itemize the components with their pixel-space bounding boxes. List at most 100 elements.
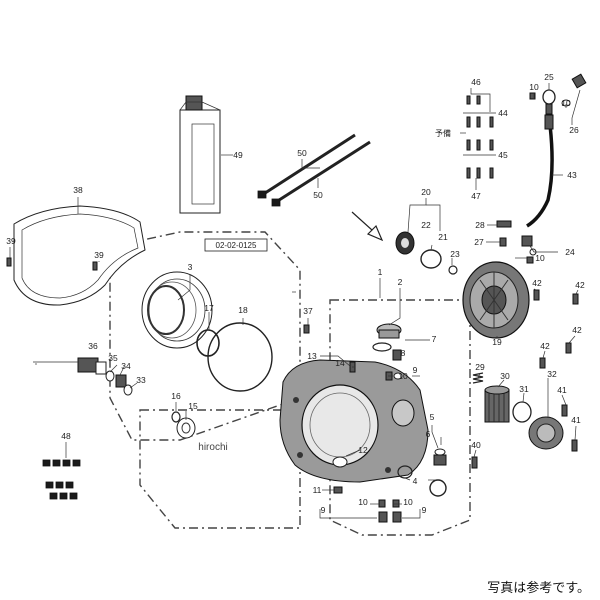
oil-seal-22 xyxy=(395,231,415,255)
o-ring-18 xyxy=(207,322,273,392)
oil-plug-6 xyxy=(433,448,447,466)
oil-bottle-49 xyxy=(179,95,221,214)
callout-3: 3 xyxy=(188,262,193,272)
callout-10-f: 10 xyxy=(535,253,545,263)
callout-19: 19 xyxy=(492,337,502,347)
callout-31: 31 xyxy=(519,384,529,394)
cover-group-outline xyxy=(109,231,301,441)
callout-29: 29 xyxy=(475,362,485,372)
bolt-39-left xyxy=(6,257,12,267)
callout-10-d: 10 xyxy=(529,82,539,92)
callout-13: 13 xyxy=(307,351,317,361)
caption: 写真は参考です。 xyxy=(487,580,590,596)
callout-42-d: 42 xyxy=(540,341,550,351)
callout-12: 12 xyxy=(358,445,368,455)
bolt-41-b xyxy=(571,439,578,452)
fitting-28 xyxy=(496,220,512,228)
callout-6: 6 xyxy=(426,429,431,439)
callout-35: 35 xyxy=(108,353,118,363)
callout-47: 47 xyxy=(471,191,481,201)
direction-arrow xyxy=(351,211,384,242)
pump-cover-19 xyxy=(462,261,530,339)
callout-7: 7 xyxy=(432,334,437,344)
fitting-27 xyxy=(499,237,507,247)
callout-11: 11 xyxy=(313,485,322,495)
plug-34 xyxy=(115,374,127,388)
callout-18: 18 xyxy=(238,305,248,315)
reserve-label: 予備 xyxy=(435,128,451,138)
callout-10-b: 10 xyxy=(358,497,368,507)
callout-42-b: 42 xyxy=(575,280,585,290)
callout-10-a: 10 xyxy=(398,371,408,381)
gasket-38-inner xyxy=(21,213,139,299)
callout-41-b: 41 xyxy=(571,415,581,425)
callout-34: 34 xyxy=(121,361,131,371)
callout-4: 4 xyxy=(413,476,418,486)
cable-ties-50 xyxy=(257,133,371,207)
bolt-10b xyxy=(378,499,386,508)
callout-36: 36 xyxy=(88,341,98,351)
callout-32: 32 xyxy=(547,369,557,379)
reserve-bolts-45-47 xyxy=(466,139,494,179)
callout-50-a: 50 xyxy=(297,148,307,158)
bolt-14 xyxy=(349,361,356,373)
o-ring-23 xyxy=(448,265,458,275)
hose-43 xyxy=(526,114,554,228)
bolt-40 xyxy=(471,456,478,469)
callout-2: 2 xyxy=(398,277,403,287)
callout-10-e: 10 xyxy=(561,98,571,108)
callout-39-b: 39 xyxy=(94,250,104,260)
callout-21: 21 xyxy=(438,232,448,242)
callout-1: 1 xyxy=(378,267,383,277)
o-ring-21 xyxy=(420,249,442,269)
oil-filter-30 xyxy=(484,385,510,423)
callout-43: 43 xyxy=(567,170,577,180)
callout-50-b: 50 xyxy=(313,190,323,200)
callout-14: 14 xyxy=(335,358,345,368)
circlip-16 xyxy=(171,411,181,423)
callout-numbers: 1 2 3 4 5 6 7 8 9 9 9 10 10 10 10 10 10 … xyxy=(6,72,585,515)
callout-39-a: 39 xyxy=(6,236,16,246)
callout-15: 15 xyxy=(188,401,198,411)
reference-box-text: 02-02-0125 xyxy=(216,241,257,250)
bolt-39-right xyxy=(92,261,98,271)
reserve-bolts-46-44 xyxy=(466,95,494,128)
callout-37: 37 xyxy=(303,306,313,316)
callout-20: 20 xyxy=(421,187,431,197)
callout-26: 26 xyxy=(569,125,579,135)
bolt-26 xyxy=(571,73,587,89)
callout-25: 25 xyxy=(544,72,554,82)
plug-9b xyxy=(378,511,388,523)
callout-48: 48 xyxy=(61,431,71,441)
o-ring-31 xyxy=(512,401,532,423)
bolt-42-d xyxy=(539,357,546,369)
callout-38: 38 xyxy=(73,185,83,195)
bolt-37 xyxy=(303,324,310,334)
dowel-12 xyxy=(332,456,348,468)
plug-9c xyxy=(392,511,402,523)
crankcase-cover-1 xyxy=(279,359,429,483)
washer-35 xyxy=(105,370,115,382)
callout-28: 28 xyxy=(475,220,485,230)
clutch-cover-3 xyxy=(141,271,213,349)
callout-9-a: 9 xyxy=(413,365,418,375)
bearing-15 xyxy=(176,417,196,439)
callout-41-a: 41 xyxy=(557,385,567,395)
o-ring-5 xyxy=(429,479,447,497)
banjo-24 xyxy=(521,235,537,264)
banjo-25 xyxy=(542,89,556,115)
callout-24: 24 xyxy=(565,247,575,257)
washer-33 xyxy=(123,384,133,396)
watermark: hirochi xyxy=(198,442,227,453)
callout-49: 49 xyxy=(233,150,243,160)
callout-10-c: 10 xyxy=(403,497,413,507)
bolt-42-a xyxy=(533,289,540,301)
bolt-8 xyxy=(392,349,402,361)
callout-22: 22 xyxy=(421,220,431,230)
callout-30: 30 xyxy=(500,371,510,381)
seal-kit-48 xyxy=(42,459,81,500)
callout-9-c: 9 xyxy=(422,505,427,515)
callout-44: 44 xyxy=(498,108,508,118)
